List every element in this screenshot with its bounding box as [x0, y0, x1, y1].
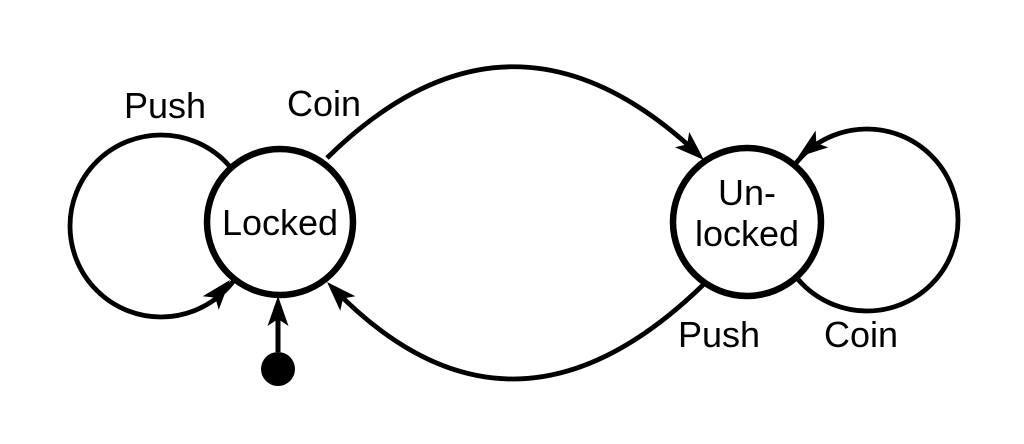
coin-self-loop-arrowhead-icon: [798, 130, 829, 157]
coin-arc-arrowhead-icon: [674, 131, 704, 160]
label-coin-self-loop: Coin: [824, 314, 898, 355]
state-unlocked-label-line2: locked: [695, 213, 799, 254]
transition-push-unlocked-to-locked: [327, 282, 705, 382]
initial-state-dot-icon: [261, 352, 295, 386]
state-locked-circle: [203, 145, 357, 299]
push-arc-arrowhead-icon: [327, 282, 356, 311]
label-coin-arc: Coin: [287, 83, 361, 124]
push-arc-curve: [330, 283, 705, 382]
push-self-loop-arrowhead-icon: [202, 280, 230, 310]
label-push-self-loop: Push: [124, 85, 206, 126]
label-push-arc: Push: [678, 314, 760, 355]
transition-coin-locked-to-unlocked: [325, 64, 704, 160]
state-locked: Locked: [203, 145, 357, 299]
state-unlocked-circle: [669, 144, 825, 300]
state-unlocked-label-line1: Un-: [718, 172, 776, 213]
initial-arrowhead-icon: [267, 296, 289, 326]
state-unlocked: Un- locked: [669, 144, 825, 300]
coin-arc-curve: [325, 64, 701, 160]
initial-state-marker: [261, 296, 295, 386]
state-locked-label: Locked: [222, 202, 338, 243]
